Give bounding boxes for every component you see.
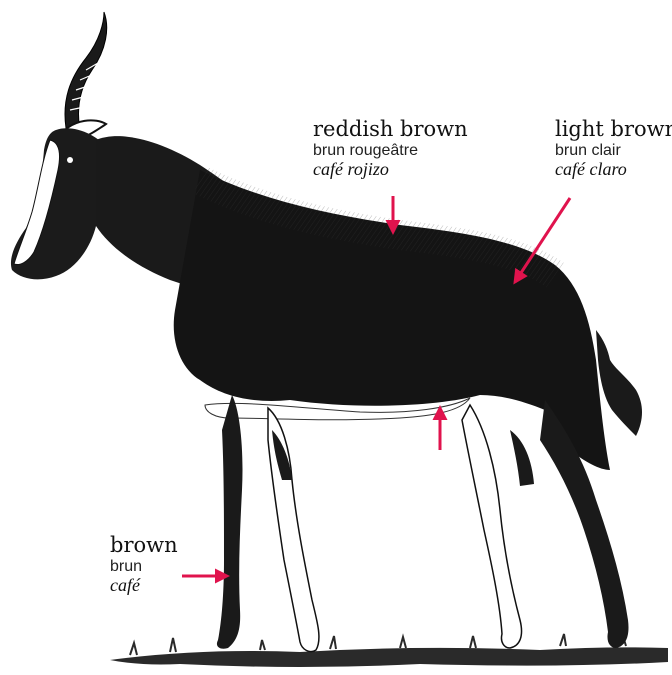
- label-english: reddish brown: [313, 118, 468, 142]
- label-reddish-brown: reddish brown brun rougeâtre café rojizo: [313, 118, 468, 180]
- label-english: light brown: [555, 118, 672, 142]
- horn: [65, 12, 107, 130]
- label-english: brown: [110, 534, 178, 558]
- label-french: brun: [110, 558, 178, 576]
- label-spanish: café rojizo: [313, 159, 468, 179]
- label-french: brun clair: [555, 142, 672, 160]
- front-legs: [217, 395, 319, 652]
- label-brown: brown brun café: [110, 534, 178, 596]
- label-spanish: café claro: [555, 159, 672, 179]
- tail: [596, 330, 642, 436]
- ground-grass: [110, 634, 668, 667]
- label-spanish: café: [110, 575, 178, 595]
- label-french: brun rougeâtre: [313, 142, 468, 160]
- label-light-brown: light brown brun clair café claro: [555, 118, 672, 180]
